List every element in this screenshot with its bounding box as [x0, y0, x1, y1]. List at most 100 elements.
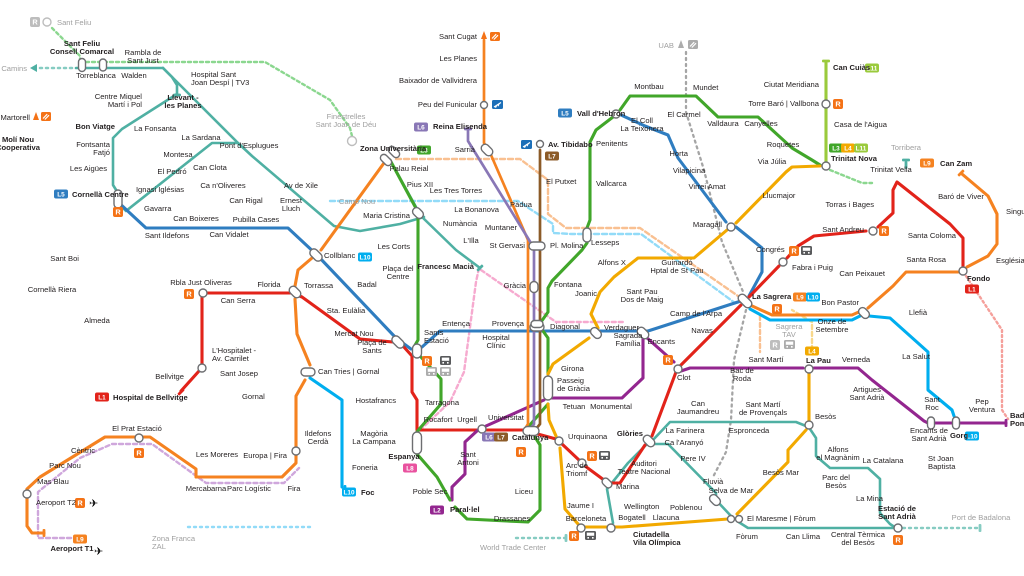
line-badge-l9: L9	[920, 158, 934, 168]
station-label-la-sardana: La Sardana	[181, 133, 221, 142]
metro-line-l3-north	[618, 94, 822, 167]
line-badge-l8: L8	[403, 463, 417, 473]
rodalies-badge: R	[663, 355, 673, 365]
station-label-ca-l-aranyo: Ca l'Aranyó	[664, 438, 703, 447]
station-label-maria-cristina: Maria Cristina	[363, 211, 411, 220]
svg-text:L1: L1	[968, 286, 976, 293]
station-label-trinitat-vella: Trinitat Vella	[870, 165, 912, 174]
metro-line-tram-llevant-stub	[161, 66, 179, 96]
station-label-maragall: Maragall	[693, 220, 722, 229]
rodalies-badge: R	[893, 535, 903, 545]
station-label-canyelles: Canyelles	[744, 119, 778, 128]
station-label-provenca: Provença	[492, 319, 525, 328]
svg-text:L10: L10	[343, 489, 354, 496]
station-label-sant-josep: Sant Josep	[220, 369, 258, 378]
station-marker	[576, 523, 586, 533]
station-marker	[821, 161, 831, 171]
station-label-ciutat-meridiana: Ciutat Meridiana	[764, 80, 820, 89]
station-label-valldaura: Valldaura	[707, 119, 739, 128]
station-label-palau-reial: Palau Reial	[390, 164, 429, 173]
train-gray-icon	[426, 367, 437, 376]
station-label-fluvia: Fluvià	[703, 477, 724, 486]
metro-line-l9-sud-torrassa	[293, 256, 314, 288]
rodalies-badge: R	[587, 451, 597, 461]
svg-text:L10: L10	[966, 433, 977, 440]
station-marker	[868, 226, 878, 236]
station-label-sant-cugat: Sant Cugat	[439, 32, 478, 41]
line-badge-l5: L5	[558, 108, 572, 118]
station-label-verdaguer: Verdaguer	[604, 323, 640, 332]
line-badge-l2: L2	[430, 505, 444, 515]
rodalies-badge: R	[75, 498, 85, 508]
rodalies-badge: R	[772, 304, 782, 314]
line-badge-l11: L11	[865, 63, 879, 73]
station-marker	[522, 425, 540, 437]
line-badge-l9: L9	[793, 292, 807, 302]
arrow-left-teal-icon	[30, 64, 37, 72]
metro-line-l9-sud-zona	[319, 161, 386, 252]
metro-line-l10-central-dashed	[328, 199, 737, 305]
station-label-llacuna: Llacuna	[653, 513, 680, 522]
line-terminus-tick	[464, 127, 472, 131]
train-gray-icon	[784, 340, 795, 349]
station-label-barceloneta: Barceloneta	[566, 514, 607, 523]
line-badge-l9: L9	[73, 534, 87, 544]
station-label-les-aigues: Les Aigües	[70, 164, 107, 173]
station-label-bon-viatge: Bon Viatge	[75, 122, 115, 131]
station-label-almeda: Almeda	[84, 316, 111, 325]
station-label-torras-i-bages: Torras i Bages	[825, 200, 874, 209]
station-label-vall-d-hebron: Vall d'Hebron	[577, 109, 626, 118]
station-label-foc: Foc	[361, 488, 375, 497]
line-badge-l1: L1	[965, 284, 979, 294]
metro-line-fgc-valles-b	[489, 153, 530, 431]
station-marker	[804, 364, 814, 374]
station-label-catalunya: Catalunya	[512, 433, 549, 442]
station-label-pere-iv: Pere IV	[680, 454, 706, 463]
station-label-torrassa: Torrassa	[304, 281, 334, 290]
metro-line-l9-sud-gornal	[293, 297, 312, 367]
station-label-monumental: Monumental	[590, 402, 632, 411]
station-marker	[542, 375, 554, 401]
svg-text:L11: L11	[856, 145, 867, 152]
station-label-urquinaona: Urquinaona	[568, 432, 608, 441]
station-marker	[734, 514, 744, 524]
svg-text:R: R	[665, 356, 671, 365]
svg-text:R: R	[881, 227, 887, 236]
station-label-can-tries-gornal: Can Tries | Gornal	[318, 367, 380, 376]
metro-line-uab-dotted	[684, 50, 746, 296]
metro-line-l2-eixample	[549, 336, 645, 400]
station-label-sant-ildefons: Sant Ildefons	[145, 231, 190, 240]
svg-text:R: R	[774, 305, 780, 314]
station-label-martorell: Martorell	[0, 113, 30, 122]
station-label-drassanes: Drassanes	[494, 514, 530, 523]
svg-text:L3: L3	[832, 145, 840, 152]
metro-line-l9-sud-prat	[25, 435, 298, 491]
svg-text:L9: L9	[923, 160, 931, 167]
station-label-av-de-xile: Av de Xile	[284, 181, 318, 190]
station-label-can-zam: Can Zam	[940, 159, 972, 168]
line-terminus-tick	[1004, 419, 1008, 427]
station-marker	[411, 343, 423, 359]
station-marker	[98, 58, 108, 72]
metro-line-l4-besos-maresme	[735, 428, 808, 516]
station-label-gorg: Gorg	[950, 431, 969, 440]
station-label-via-julia: Via Júlia	[758, 157, 787, 166]
metro-line-l10-nord-a	[748, 307, 862, 322]
station-label-liceu: Liceu	[515, 487, 533, 496]
station-label-la-farinera: La Farinera	[666, 426, 706, 435]
station-label-les-moreres: Les Moreres	[196, 450, 238, 459]
line-terminus-tick	[902, 158, 910, 162]
metro-line-l1-bellvitge	[179, 369, 201, 393]
